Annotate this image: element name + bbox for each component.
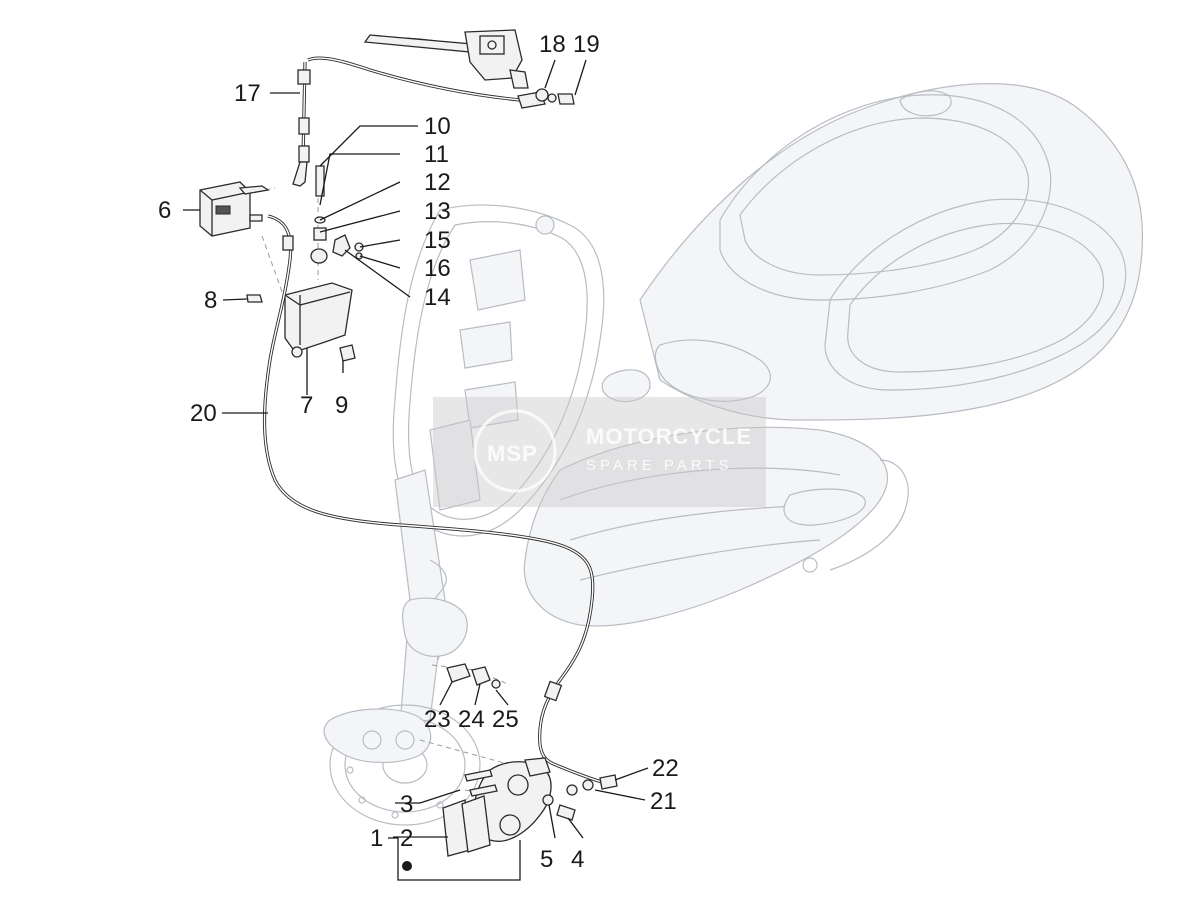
callout-13: 13 xyxy=(424,198,451,225)
callout-21: 21 xyxy=(650,788,677,815)
callout-3: 3 xyxy=(400,791,413,818)
banjo-washer xyxy=(547,93,557,103)
caliper-washer xyxy=(542,794,554,806)
bracket-bolt xyxy=(246,294,263,303)
kit-marker-dot xyxy=(402,861,412,871)
banjo-bolt xyxy=(557,93,575,105)
hose-clip-upper xyxy=(339,344,356,362)
callout-25: 25 xyxy=(492,706,519,733)
callout-12: 12 xyxy=(424,169,451,196)
brake-pad-rear xyxy=(461,795,491,853)
callout-18: 18 xyxy=(539,31,566,58)
callout-11: 11 xyxy=(424,141,449,168)
callout-4: 4 xyxy=(571,846,584,873)
callout-19: 19 xyxy=(573,31,600,58)
bleed-screw xyxy=(599,774,618,790)
callout-14: 14 xyxy=(424,284,451,311)
mounting-bracket xyxy=(284,282,353,353)
watermark-subtitle: SPARE PARTS xyxy=(586,457,733,474)
callout-1: 1 xyxy=(370,825,383,852)
callout-23: 23 xyxy=(424,706,451,733)
callout-15: 15 xyxy=(424,227,451,254)
hose-clip-24 xyxy=(471,666,491,686)
callout-2: 2 xyxy=(400,825,413,852)
callout-20: 20 xyxy=(190,400,217,427)
watermark: MSP MOTORCYCLE SPARE PARTS xyxy=(433,397,766,507)
caliper-pin xyxy=(464,769,493,782)
callout-6: 6 xyxy=(158,197,171,224)
caliper-bolt xyxy=(556,804,576,821)
callout-9: 9 xyxy=(335,392,348,419)
callout-labels: 1 2 3 4 5 6 7 8 9 10 11 12 13 14 15 16 1… xyxy=(158,31,679,873)
callout-7: 7 xyxy=(300,392,313,419)
callout-8: 8 xyxy=(204,287,217,314)
banjo-washer-lower xyxy=(566,784,578,796)
callout-17: 17 xyxy=(234,80,261,107)
leader-lines xyxy=(183,59,649,881)
scooter-body xyxy=(323,83,1144,826)
watermark-title: MOTORCYCLE xyxy=(586,424,752,449)
hose-clip-23 xyxy=(446,663,471,683)
callout-16: 16 xyxy=(424,255,451,282)
callout-22: 22 xyxy=(652,755,679,782)
watermark-logo: MSP xyxy=(487,441,538,466)
callout-10: 10 xyxy=(424,113,451,140)
hose-clip-25 xyxy=(491,679,501,689)
callout-24: 24 xyxy=(458,706,485,733)
brake-parts xyxy=(199,29,618,857)
callout-5: 5 xyxy=(540,846,553,873)
